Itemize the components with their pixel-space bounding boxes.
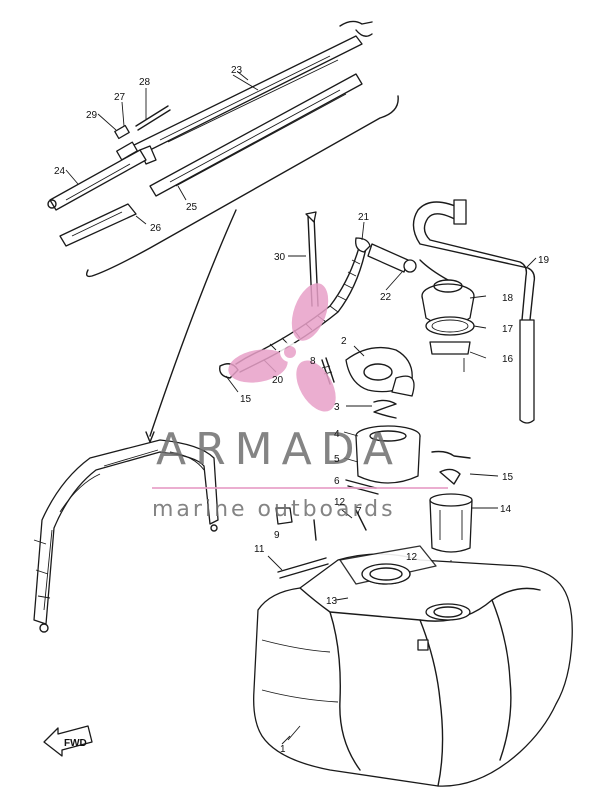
- fuel-hose-group: [235, 199, 536, 424]
- callout-17: 17: [502, 324, 514, 335]
- callout-24: 24: [54, 166, 66, 177]
- callout-13: 13: [326, 596, 338, 607]
- callout-2: 2: [341, 336, 347, 347]
- callout-15-right: 15: [502, 472, 514, 483]
- fwd-label: FWD: [64, 738, 87, 749]
- callout-29: 29: [86, 110, 98, 121]
- callout-30: 30: [274, 252, 286, 263]
- callout-9: 9: [274, 530, 280, 541]
- strap-assembly-group: [47, 20, 399, 278]
- callout-8: 8: [310, 356, 316, 367]
- callout-12-upper: 12: [334, 497, 346, 508]
- callout-3: 3: [334, 402, 340, 413]
- filler-neck-group: [429, 450, 473, 610]
- inset-pointer-line: [149, 209, 237, 437]
- callout-1: 1: [280, 744, 286, 755]
- callout-4: 4: [334, 429, 340, 440]
- fuel-tank: [253, 545, 573, 787]
- callout-11: 11: [254, 544, 265, 555]
- strap-24: [47, 149, 147, 211]
- strap-26: [59, 203, 147, 247]
- watermark-brand: ARMADA: [156, 424, 402, 475]
- pins-27-28-29: [97, 88, 171, 161]
- callout-22: 22: [380, 292, 392, 303]
- callout-27: 27: [114, 92, 126, 103]
- callout-16: 16: [502, 354, 514, 365]
- callout-7: 7: [356, 506, 362, 517]
- armada-logo: ARMADA marine outboards: [152, 283, 448, 522]
- callout-28: 28: [139, 77, 151, 88]
- callout-14: 14: [500, 504, 512, 515]
- callout-19: 19: [538, 255, 550, 266]
- callout-21: 21: [358, 212, 370, 223]
- bracket-frame: [33, 439, 219, 633]
- callout-20: 20: [272, 375, 284, 386]
- cap-assembly: [321, 346, 421, 495]
- callout-18: 18: [502, 293, 514, 304]
- fwd-arrow-icon: FWD: [43, 725, 93, 757]
- pointer-arrowhead: [145, 431, 155, 443]
- callout-26: 26: [150, 223, 162, 234]
- propeller-logo-icon: [228, 283, 336, 412]
- callout-6: 6: [334, 476, 340, 487]
- callout-5: 5: [334, 454, 340, 465]
- callout-25: 25: [186, 202, 198, 213]
- callout-12-lower: 12: [406, 552, 418, 563]
- callout-15-left: 15: [240, 394, 252, 405]
- callout-labels: 23 28 27 29 24 25 26 21 30 19 22 18 17 1…: [54, 65, 550, 755]
- callout-23: 23: [231, 65, 243, 76]
- watermark-tagline: marine outboards: [152, 497, 396, 522]
